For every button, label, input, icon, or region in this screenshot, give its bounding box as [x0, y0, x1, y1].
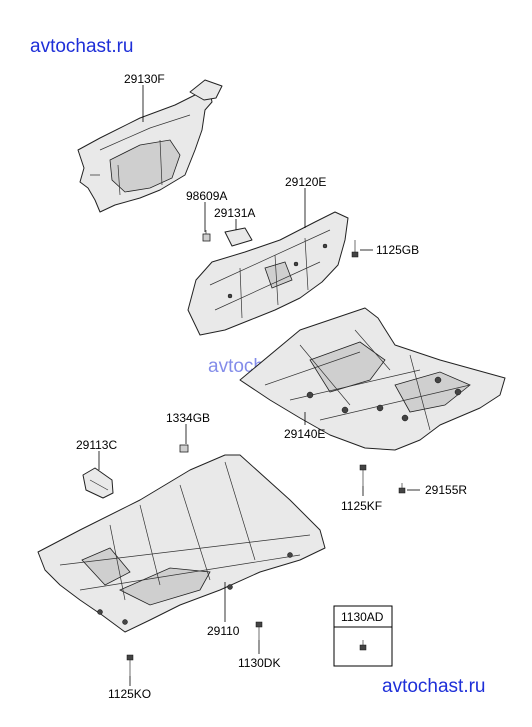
boxed-part-1130ad: 1130AD [333, 605, 393, 667]
part-29120e-shield [187, 211, 349, 336]
bolt-1130dk [255, 621, 263, 640]
bolt-1125gb [351, 240, 359, 258]
bolt-29155r [398, 483, 406, 494]
label-29130f: 29130F [124, 72, 165, 86]
part-29113c-plate [82, 467, 114, 499]
leader-lines [98, 85, 420, 686]
part-29130f-shield [77, 79, 223, 213]
label-29155r: 29155R [425, 483, 467, 497]
label-29140e: 29140E [284, 427, 325, 441]
label-29120e: 29120E [285, 175, 326, 189]
label-29113c: 29113C [76, 438, 117, 452]
label-29131a: 29131A [214, 206, 255, 220]
label-1334gb: 1334GB [166, 411, 210, 425]
clip-1334gb [179, 444, 189, 453]
part-98609a-clip [202, 230, 211, 242]
part-29110-cover [37, 454, 326, 633]
label-29110: 29110 [207, 624, 240, 638]
part-29140e-cover [239, 307, 506, 451]
bolt-1125ko [126, 654, 134, 676]
label-1125ko: 1125KO [108, 687, 151, 701]
watermark-top: avtochast.ru [30, 36, 134, 57]
label-1130dk: 1130DK [238, 656, 280, 670]
label-98609a: 98609A [186, 189, 227, 203]
part-labels: 29130F 98609A 29131A 29120E 1125GB 1334G… [76, 72, 467, 701]
watermark-bottom: avtochast.ru [382, 676, 486, 697]
label-1125gb: 1125GB [376, 243, 419, 257]
bolt-1130ad-icon [359, 644, 367, 651]
label-1125kf: 1125KF [341, 499, 382, 513]
bolt-1125kf [359, 464, 367, 486]
label-1130ad: 1130AD [341, 610, 384, 624]
part-29131a-plate [224, 227, 253, 247]
